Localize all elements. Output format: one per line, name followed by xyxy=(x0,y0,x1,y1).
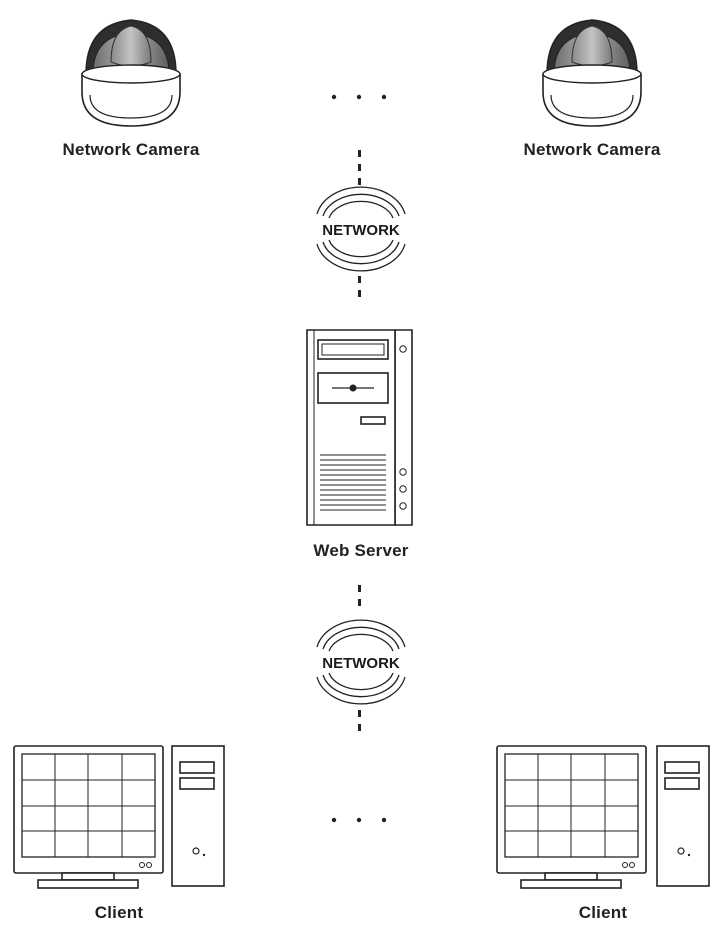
network-top: NETWORK xyxy=(316,186,406,272)
client-left-label: Client xyxy=(95,903,144,922)
tower-server-icon xyxy=(306,329,413,526)
web-server-label: Web Server xyxy=(313,541,408,560)
client-left: Client xyxy=(13,745,225,922)
network-cloud-icon xyxy=(316,619,406,705)
ellipsis-cameras xyxy=(331,94,387,100)
dome-camera-icon xyxy=(81,19,181,127)
desktop-computer-icon xyxy=(496,745,710,889)
desktop-computer-icon xyxy=(13,745,225,889)
camera-left-label: Network Camera xyxy=(63,140,200,159)
web-server: Web Server xyxy=(306,329,413,560)
network-top-label: NETWORK xyxy=(322,222,400,239)
connector-server-network xyxy=(358,585,361,606)
camera-right: Network Camera xyxy=(524,19,661,159)
network-bottom-label: NETWORK xyxy=(322,655,400,672)
client-right: Client xyxy=(496,745,710,922)
connector-network-clients xyxy=(358,710,361,731)
connector-cameras-network xyxy=(358,150,361,185)
network-cloud-icon xyxy=(316,186,406,272)
camera-right-label: Network Camera xyxy=(524,140,661,159)
network-bottom: NETWORK xyxy=(316,619,406,705)
ellipsis-clients xyxy=(331,817,387,823)
camera-left: Network Camera xyxy=(63,19,200,159)
connector-network-server xyxy=(358,276,361,297)
client-right-label: Client xyxy=(579,903,628,922)
dome-camera-icon xyxy=(542,19,642,127)
